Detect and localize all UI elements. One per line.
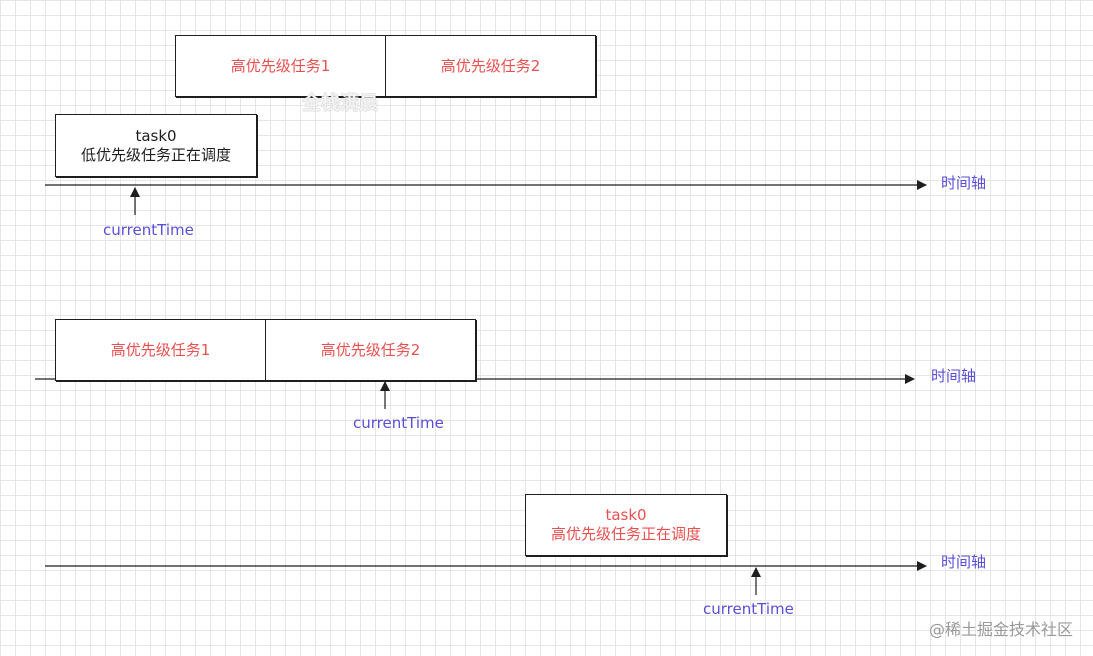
task0-box-low: task0 低优先级任务正在调度 (55, 114, 257, 177)
task-label: 高优先级任务2 (440, 56, 541, 75)
current-time-label-1: currentTime (103, 221, 194, 239)
task0-desc: 高优先级任务正在调度 (550, 525, 701, 543)
task0-box-high: task0 高优先级任务正在调度 (525, 494, 727, 556)
current-time-label-3: currentTime (703, 600, 794, 618)
axis-label-2: 时间轴 (931, 367, 977, 385)
task-box-hp1-mid: 高优先级任务1 (55, 319, 266, 381)
axis-label-1: 时间轴 (941, 174, 987, 192)
task-label: 高优先级任务1 (230, 56, 331, 75)
axis-label-3: 时间轴 (941, 553, 987, 571)
footer-watermark: @稀土掘金技术社区 (928, 620, 1073, 639)
task-box-hp1-top: 高优先级任务1 (175, 35, 386, 97)
task0-desc: 低优先级任务正在调度 (80, 145, 231, 164)
task-box-hp2-mid: 高优先级任务2 (265, 319, 476, 381)
task0-title: task0 (605, 506, 647, 524)
task-label: 高优先级任务2 (320, 340, 421, 359)
watermark: 全栈满晨 (302, 92, 379, 114)
task0-title: task0 (135, 126, 177, 145)
task-label: 高优先级任务1 (110, 340, 211, 359)
current-time-label-2: currentTime (353, 414, 444, 432)
task-box-hp2-top: 高优先级任务2 (385, 35, 596, 97)
